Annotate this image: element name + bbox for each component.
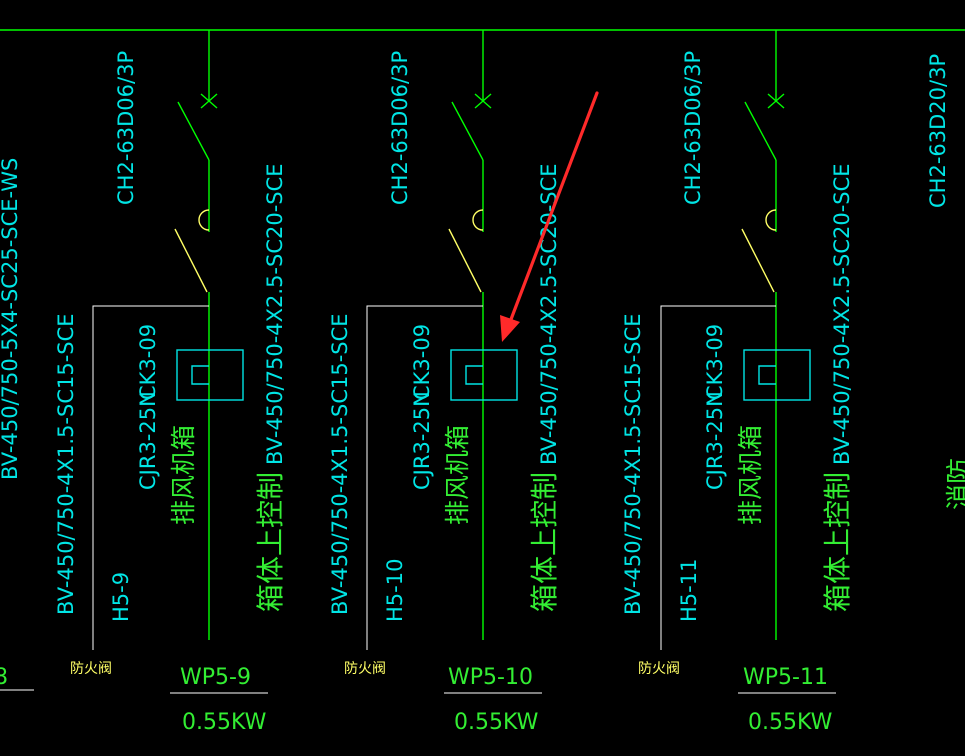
control-cable-label: BV-450/750-4X1.5-SC15-SCE bbox=[621, 313, 645, 615]
circuit-id: WP5-11 bbox=[743, 665, 828, 690]
fire-damper-label: 防火阀 bbox=[638, 661, 680, 677]
left-edge-fragment: BV-450/750-5X4-SC25-SCE-WS 8 bbox=[0, 158, 34, 691]
control-cable-label: BV-450/750-4X1.5-SC15-SCE bbox=[54, 313, 78, 615]
contactor-switch-blade bbox=[448, 228, 482, 293]
main-cable-label: BV-450/750-4X2.5-SC20-SCE bbox=[830, 163, 854, 465]
control-wire bbox=[660, 305, 776, 650]
right-breaker-label: CH2-63D20/3P bbox=[926, 54, 950, 208]
breaker-label: CH2-63D06/3P bbox=[681, 51, 705, 205]
circuit-wp5-11: CH2-63D06/3P BV-450/750-4X2.5-SC20-SCE B… bbox=[621, 30, 854, 735]
damper-id: H5-10 bbox=[383, 559, 407, 622]
annotation-arrow-icon bbox=[500, 91, 599, 342]
thermal-trip-icon bbox=[765, 209, 777, 231]
thermal-relay-box bbox=[743, 349, 811, 401]
power-rating: 0.55KW bbox=[182, 710, 267, 735]
control-cable-label: BV-450/750-4X1.5-SC15-SCE bbox=[328, 313, 352, 615]
right-edge-fragment: CH2-63D20/3P 消防 bbox=[926, 54, 965, 510]
relay-model: CJR3-25N bbox=[410, 391, 434, 490]
main-cable-label: BV-450/750-4X2.5-SC20-SCE bbox=[537, 163, 561, 465]
power-rating: 0.55KW bbox=[748, 710, 833, 735]
thermal-trip-icon bbox=[472, 209, 484, 231]
equipment-name: 排风机箱 bbox=[169, 425, 198, 525]
right-label-fragment: 消防 bbox=[945, 458, 965, 510]
control-wire bbox=[92, 305, 209, 650]
contactor-model: CK3-09 bbox=[703, 324, 727, 400]
main-cable-label: BV-450/750-4X2.5-SC20-SCE bbox=[263, 163, 287, 465]
relay-model: CJR3-25N bbox=[136, 391, 160, 490]
circuit-wp5-9: CH2-63D06/3P BV-450/750-4X2.5-SC20-SCE B… bbox=[54, 30, 287, 735]
breaker-label: CH2-63D06/3P bbox=[114, 51, 138, 205]
power-rating: 0.55KW bbox=[454, 710, 539, 735]
fire-damper-label: 防火阀 bbox=[344, 661, 386, 677]
relay-element-icon bbox=[465, 365, 483, 385]
damper-id: H5-11 bbox=[677, 559, 701, 622]
equipment-name: 排风机箱 bbox=[736, 425, 765, 525]
control-note: 箱体上控制 bbox=[821, 472, 854, 612]
contactor-model: CK3-09 bbox=[410, 324, 434, 400]
relay-element-icon bbox=[758, 365, 776, 385]
breaker-switch-blade bbox=[177, 101, 210, 161]
contactor-switch-blade bbox=[174, 228, 208, 293]
damper-id: H5-9 bbox=[109, 572, 133, 622]
breaker-switch-blade bbox=[451, 101, 484, 161]
left-circuit-label: 8 bbox=[0, 665, 8, 690]
relay-model: CJR3-25N bbox=[703, 391, 727, 490]
equipment-name: 排风机箱 bbox=[443, 425, 472, 525]
left-cable-label: BV-450/750-5X4-SC25-SCE-WS bbox=[0, 158, 22, 480]
control-note: 箱体上控制 bbox=[254, 472, 287, 612]
thermal-relay-box bbox=[176, 349, 244, 401]
circuit-wp5-10: CH2-63D06/3P BV-450/750-4X2.5-SC20-SCE B… bbox=[328, 30, 561, 735]
thermal-trip-icon bbox=[198, 209, 210, 231]
circuit-id: WP5-10 bbox=[448, 665, 533, 690]
breaker-switch-blade bbox=[744, 101, 777, 161]
control-wire bbox=[366, 305, 483, 650]
control-note: 箱体上控制 bbox=[528, 472, 561, 612]
breaker-label: CH2-63D06/3P bbox=[388, 51, 412, 205]
circuit-id: WP5-9 bbox=[180, 665, 251, 690]
fire-damper-label: 防火阀 bbox=[70, 661, 112, 677]
contactor-model: CK3-09 bbox=[136, 324, 160, 400]
relay-element-icon bbox=[191, 365, 209, 385]
thermal-relay-box bbox=[450, 349, 518, 401]
contactor-switch-blade bbox=[741, 228, 775, 293]
